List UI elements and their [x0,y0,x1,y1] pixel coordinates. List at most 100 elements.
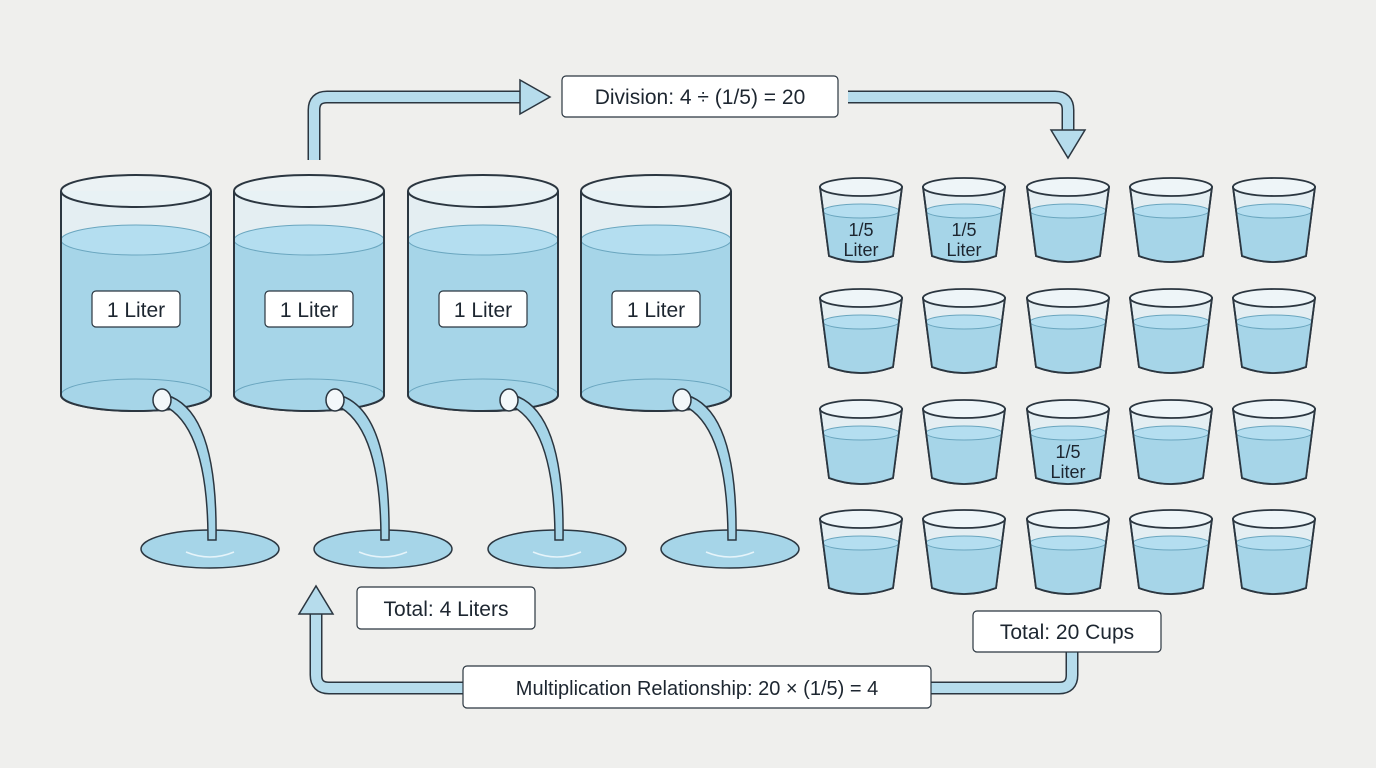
rim [233,174,385,208]
arrow-to-cups [848,90,1087,160]
svg-text:Total: 4 Liters: Total: 4 Liters [384,598,509,621]
water-surface [1029,314,1107,330]
cup-20 [1231,509,1317,595]
container-base [60,394,212,412]
container-label-box [611,290,701,328]
arrow-to-division-outline [307,90,520,160]
cup-rim [1129,177,1213,197]
cup-19 [1128,509,1214,595]
water-surface [1029,535,1107,551]
cup-outline [819,518,903,595]
water [1030,322,1106,373]
container-2: 1 Liter [233,174,453,569]
water-surface [925,425,1003,441]
cup-rim [1026,509,1110,529]
division-label: Division: 4 ÷ (1/5) = 20 [561,75,839,118]
water [1133,211,1209,262]
container-base-back [233,378,385,396]
cup-rim [922,288,1006,308]
water-surface [60,224,212,256]
water [1030,211,1106,262]
cup-rim [1026,177,1110,197]
arrow-to-division [307,78,552,160]
cup-outline [1129,186,1213,263]
arrow-to-cups-head [1049,129,1087,160]
cup-10 [1231,288,1317,374]
water-surface [580,224,732,256]
water-surface [1029,203,1107,219]
svg-text:Division: 4 ÷ (1/5) = 20: Division: 4 ÷ (1/5) = 20 [595,86,806,109]
cup-outline [1232,518,1316,595]
cup-rim [1026,288,1110,308]
water [1133,543,1209,594]
cup-rim [1232,509,1316,529]
cup-outline [922,186,1006,263]
container-label: 1 Liter [107,299,165,322]
cup-outline [1232,297,1316,374]
cup-outline [1232,408,1316,485]
water [1236,322,1312,373]
water [823,211,899,262]
cup-outline [922,518,1006,595]
water [1236,211,1312,262]
water [823,543,899,594]
water [1030,433,1106,484]
cup-rim [1232,177,1316,197]
water-surface [822,535,900,551]
container-base [580,394,732,412]
water-surface [1235,314,1313,330]
water-surface [822,425,900,441]
water [926,433,1002,484]
cup-14 [1128,399,1214,485]
cup-rim [819,399,903,419]
water-surface [1235,425,1313,441]
container-base [407,394,559,412]
labels: Division: 4 ÷ (1/5) = 20 Total: 4 Liters… [356,75,1162,709]
water [926,322,1002,373]
container-3: 1 Liter [407,174,627,569]
water-surface [1132,314,1210,330]
water-surface [1132,425,1210,441]
cup-17 [921,509,1007,595]
cup-rim [1129,509,1213,529]
total-liters-label: Total: 4 Liters [356,586,536,630]
water-stream [329,394,390,541]
cup-label-fraction: 1/5 [1055,442,1080,462]
cup-3 [1025,177,1111,263]
cup-rim [819,509,903,529]
water-surface [233,224,385,256]
spout [152,388,172,412]
svg-text:Total: 20 Cups: Total: 20 Cups [1000,621,1134,644]
water [823,322,899,373]
total-cups-label: Total: 20 Cups [972,610,1162,653]
water-stream [676,394,737,541]
water-stream [503,394,564,541]
cup-outline [819,408,903,485]
spout [672,388,692,412]
cup-rim [922,509,1006,529]
container-label: 1 Liter [627,299,685,322]
cup-5 [1231,177,1317,263]
rim [60,174,212,208]
container-base [233,394,385,412]
container-label-box [438,290,528,328]
cup-outline [1129,408,1213,485]
water [1030,543,1106,594]
arrow-to-division-shaft [309,92,520,160]
cup-4 [1128,177,1214,263]
water-surface [407,224,559,256]
ripple [705,551,755,558]
cup-label-unit: Liter [843,240,878,260]
ripple [532,551,582,558]
water [1236,433,1312,484]
cup-outline [1026,408,1110,485]
cup-label-fraction: 1/5 [848,220,873,240]
ripple [185,551,235,558]
water [1133,322,1209,373]
container-label: 1 Liter [280,299,338,322]
